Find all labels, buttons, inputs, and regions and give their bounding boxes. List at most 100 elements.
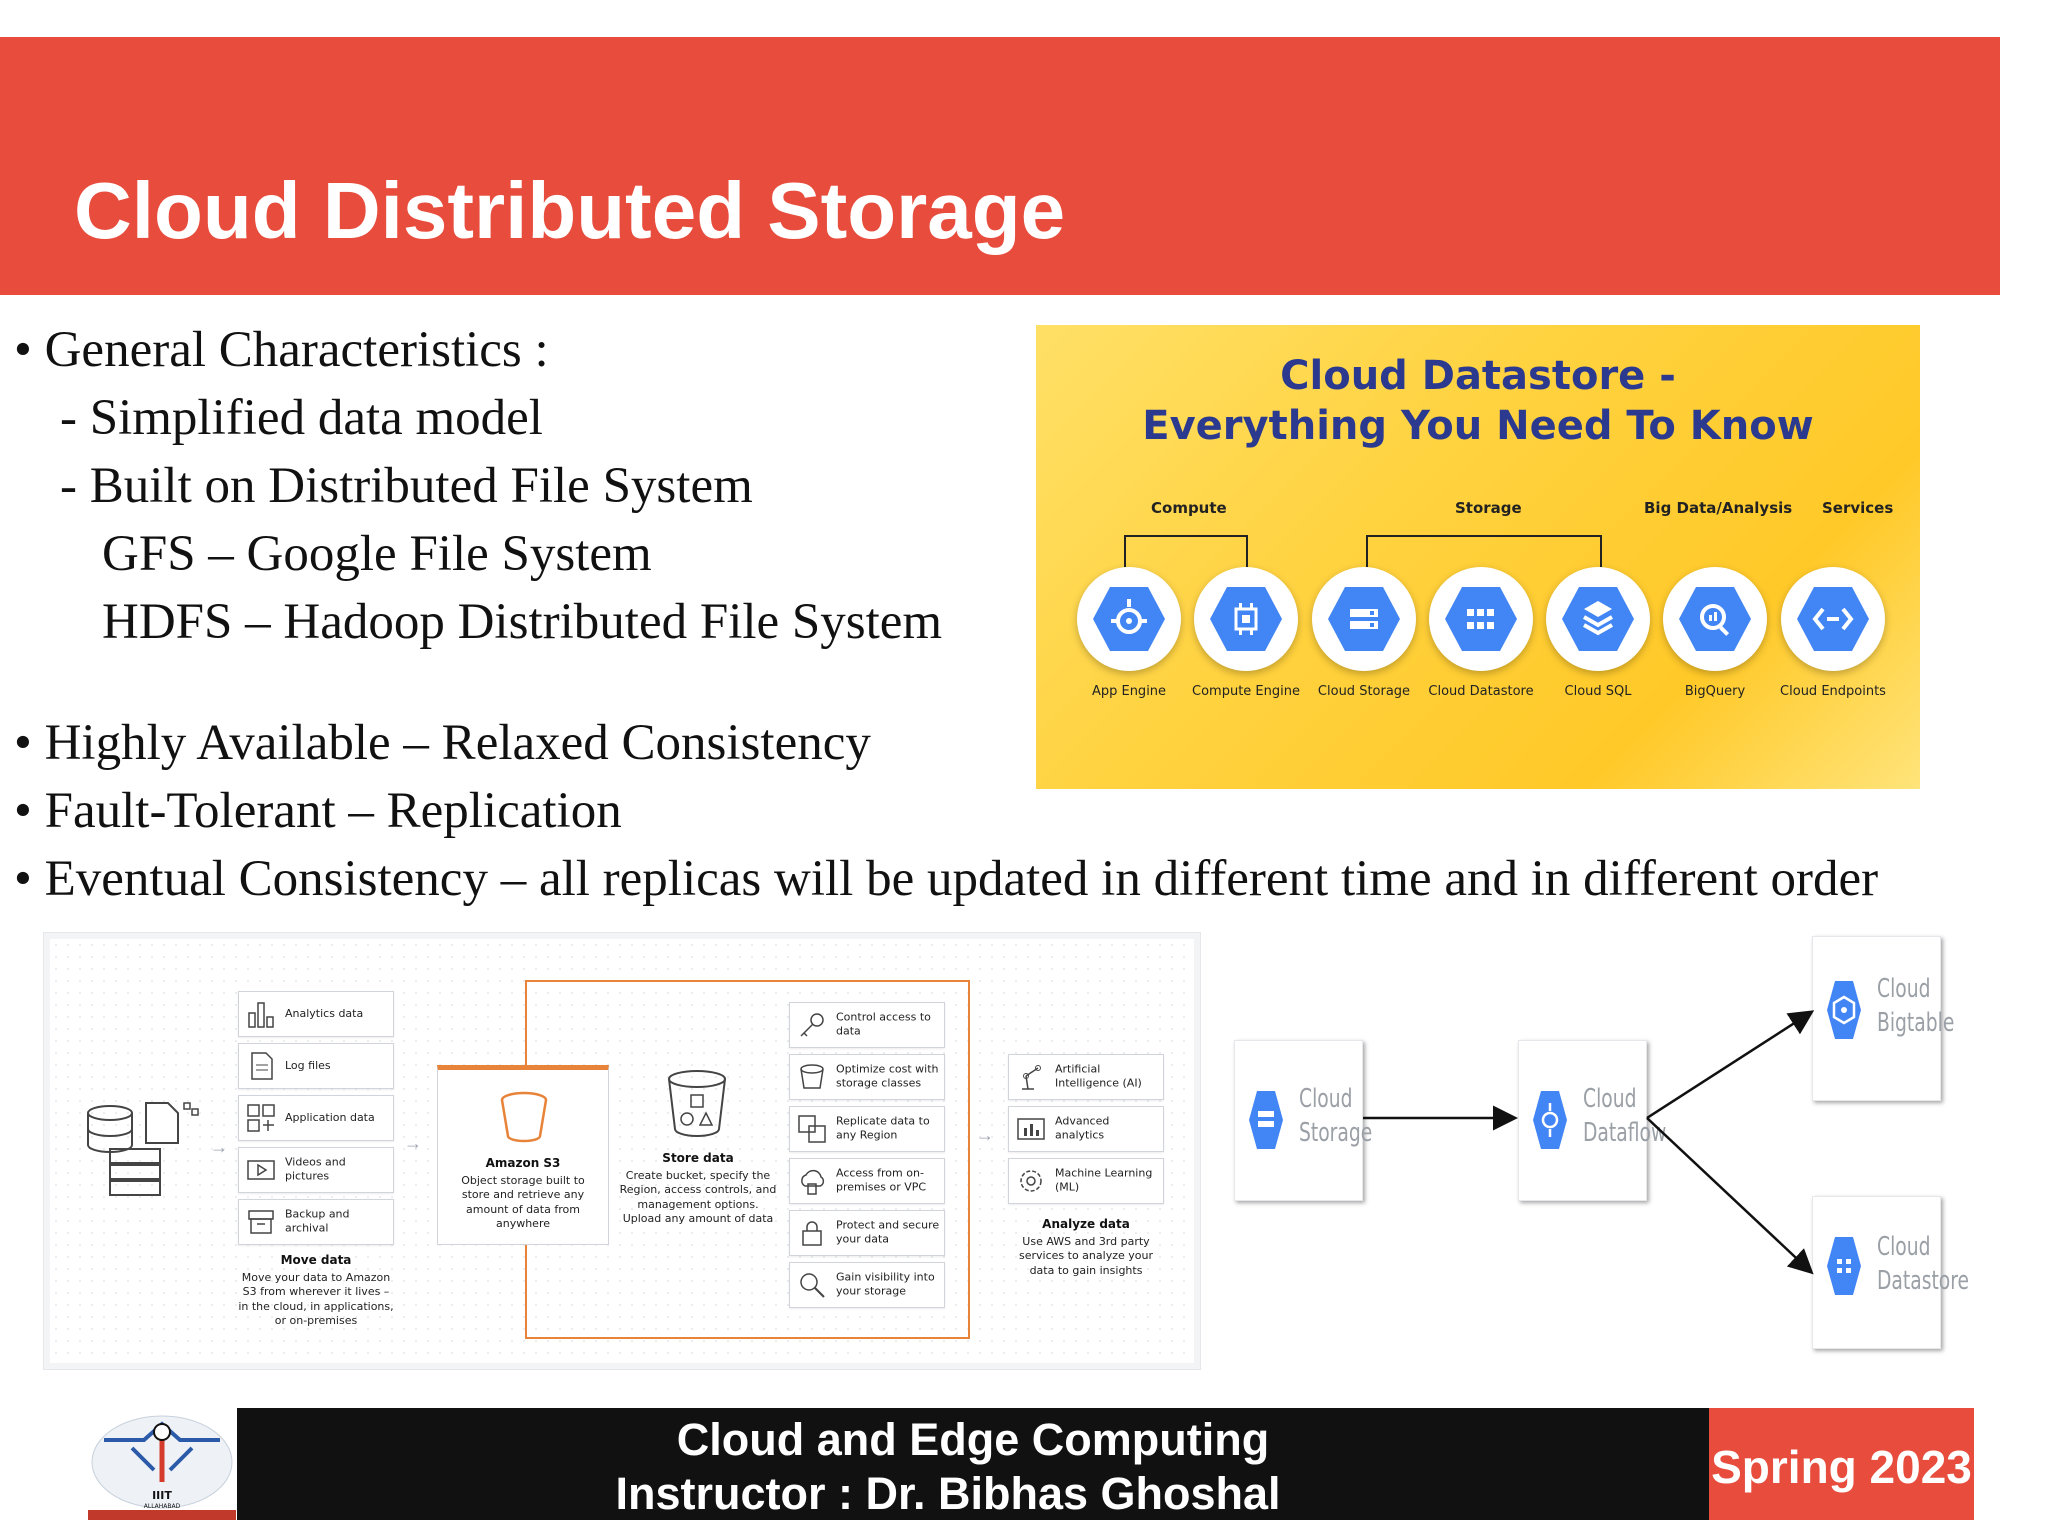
compute-engine-icon <box>1194 567 1298 671</box>
feature-card: Access from on-premises or VPC <box>789 1158 945 1204</box>
bullet-general: • General Characteristics : <box>14 322 549 378</box>
footer-term-bar <box>1709 1408 1974 1520</box>
arrow-icon: → <box>976 1125 994 1145</box>
store-data-heading: Store data <box>662 1151 734 1165</box>
footer-bar <box>237 1408 1709 1520</box>
amazon-s3-card: Amazon S3 Object storage built to store … <box>437 1065 609 1245</box>
analyze-card: Artificial Intelligence (AI) <box>1008 1054 1164 1100</box>
product-label: Cloud Storage <box>1317 684 1411 699</box>
category-storage: Storage <box>1455 499 1522 517</box>
bullet-eventual-consistency: • Eventual Consistency – all replicas wi… <box>14 851 1879 907</box>
storage-class-icon <box>800 1064 824 1089</box>
product-label: Compute Engine <box>1192 684 1300 699</box>
analyze-data-text: Use AWS and 3rd party services to analyz… <box>1019 1235 1153 1277</box>
log-file-icon <box>251 1052 273 1080</box>
application-icon <box>247 1104 275 1132</box>
cloud-sql-icon <box>1546 567 1650 671</box>
gcp-flow-arrows <box>1363 1010 1815 1275</box>
source-card: Analytics data <box>238 991 394 1037</box>
magnifier-icon <box>800 1273 825 1298</box>
source-card: Backup and archival <box>238 1199 394 1245</box>
feature-card: Replicate data to any Region <box>789 1106 945 1152</box>
video-icon <box>247 1160 275 1180</box>
store-data-text: Create bucket, specify the Region, acces… <box>619 1169 777 1225</box>
bullet-availability: • Highly Available – Relaxed Consistency <box>14 715 871 771</box>
footer-term: Spring 2023 <box>1711 1441 1972 1493</box>
lock-icon <box>802 1221 822 1246</box>
feature-card: Protect and secure your data <box>789 1210 945 1256</box>
sub-bullet-data-model: - Simplified data model <box>60 390 543 446</box>
storage-bracket-left <box>1366 535 1368 567</box>
s3-bucket-icon <box>500 1091 548 1143</box>
title-bar <box>0 37 2000 295</box>
cloud-datastore-icon <box>1429 567 1533 671</box>
cloud-storage-icon <box>1312 567 1416 671</box>
analyze-card: Machine Learning (ML) <box>1008 1158 1164 1204</box>
app-engine-icon <box>1077 567 1181 671</box>
ai-robot-arm-icon <box>1022 1065 1041 1090</box>
source-card: Log files <box>238 1043 394 1089</box>
footer-course: Cloud and Edge Computing <box>676 1414 1270 1465</box>
category-services: Services <box>1822 499 1894 517</box>
data-sources-icon <box>87 1102 199 1196</box>
product-label: Cloud Endpoints <box>1780 684 1886 699</box>
bullet-fault-tolerance: • Fault-Tolerant – Replication <box>14 783 622 839</box>
category-compute: Compute <box>1151 499 1227 517</box>
compute-bracket-left <box>1124 535 1126 567</box>
analyze-data-heading: Analyze data <box>1042 1217 1130 1231</box>
sub-bullet-gfs: GFS – Google File System <box>102 526 652 582</box>
cloud-bigtable-icon <box>1827 981 1861 1039</box>
move-data-text: Move your data to Amazon S3 from whereve… <box>238 1271 394 1327</box>
analytics-icon <box>248 1002 274 1028</box>
product-label: Cloud Datastore <box>1428 684 1534 699</box>
product-label: BigQuery <box>1684 684 1746 699</box>
datastore-title-line2: Everything You Need To Know <box>1142 403 1814 449</box>
compute-bracket-right <box>1246 535 1248 567</box>
cloud-access-icon <box>801 1169 825 1195</box>
aws-s3-diagram: → Analytics data Log files Application d… <box>43 932 1201 1370</box>
analytics-chart-icon <box>1017 1118 1045 1140</box>
source-card: Videos and pictures <box>238 1147 394 1193</box>
aws-diagram-canvas: → Analytics data Log files Application d… <box>50 939 1194 1363</box>
storage-bracket <box>1366 535 1602 537</box>
sub-bullet-hdfs: HDFS – Hadoop Distributed File System <box>102 594 943 650</box>
slide-title: Cloud Distributed Storage <box>74 166 1066 255</box>
move-data-heading: Move data <box>280 1253 352 1267</box>
product-label: App Engine <box>1091 684 1167 699</box>
datastore-image: Cloud Datastore - Everything You Need To… <box>1036 325 1920 789</box>
category-bigdata: Big Data/Analysis <box>1644 499 1793 517</box>
replicate-icon <box>798 1115 826 1143</box>
key-icon <box>800 1013 824 1037</box>
cloud-storage-icon <box>1249 1091 1283 1149</box>
backup-icon <box>248 1210 274 1234</box>
product-label: Cloud SQL <box>1564 684 1632 699</box>
feature-card: Control access to data <box>789 1002 945 1048</box>
storage-bracket-right <box>1600 535 1602 567</box>
arrow-icon: → <box>404 1133 422 1153</box>
cloud-datastore-icon <box>1827 1237 1861 1295</box>
compute-bracket <box>1124 535 1248 537</box>
datastore-title-line1: Cloud Datastore - <box>1280 353 1676 399</box>
svg-text:ALLAHABAD: ALLAHABAD <box>144 1503 181 1510</box>
bigquery-icon <box>1663 567 1767 671</box>
cloud-endpoints-icon <box>1781 567 1885 671</box>
cloud-dataflow-icon <box>1533 1091 1567 1149</box>
svg-text:IIIT: IIIT <box>152 1489 172 1502</box>
analyze-card: Advanced analytics <box>1008 1106 1164 1152</box>
sub-bullet-dfs: - Built on Distributed File System <box>60 458 753 514</box>
iiit-allahabad-logo: IIIT ALLAHABAD <box>88 1415 236 1520</box>
arrow-icon: → <box>210 1137 228 1157</box>
source-card: Application data <box>238 1095 394 1141</box>
store-data-bucket-icon <box>668 1070 726 1137</box>
machine-learning-icon <box>1020 1170 1042 1192</box>
feature-card: Gain visibility into your storage <box>789 1262 945 1308</box>
feature-card: Optimize cost with storage classes <box>789 1054 945 1100</box>
